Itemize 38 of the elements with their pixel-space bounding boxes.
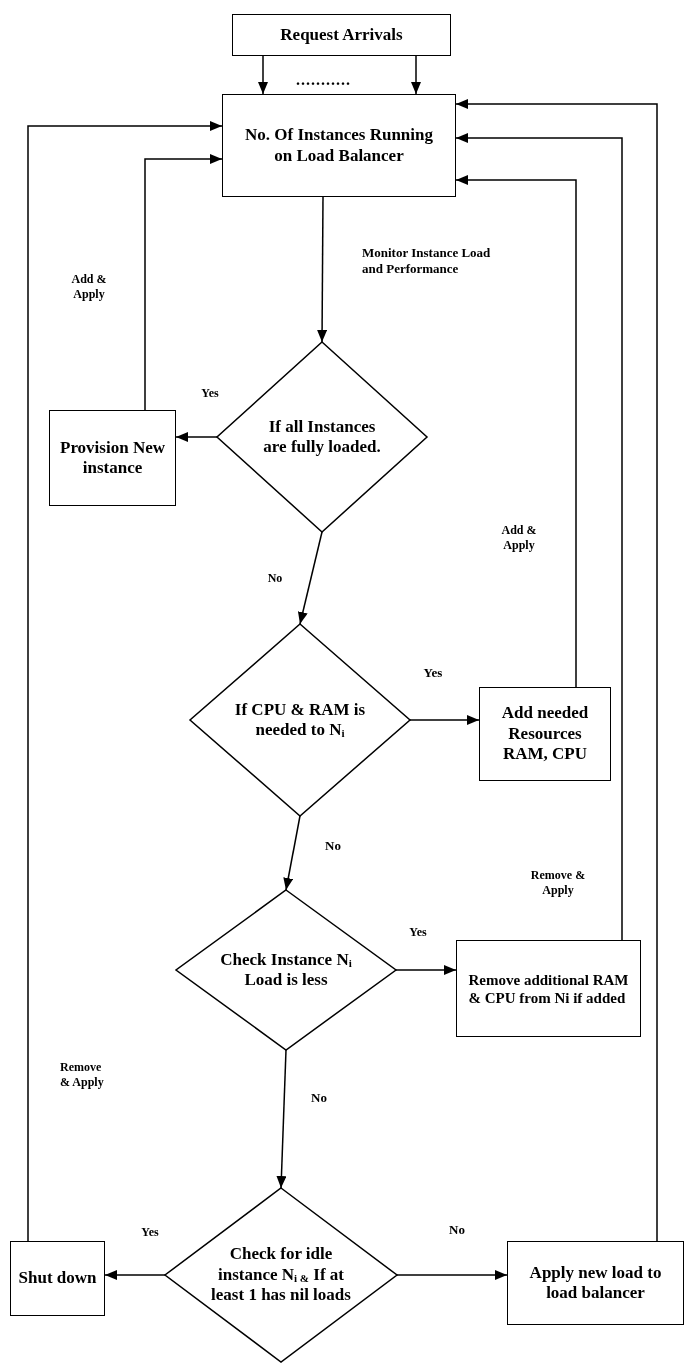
decision-diamond bbox=[217, 342, 427, 532]
node-text: Add needed Resources RAM, CPU bbox=[500, 703, 590, 765]
node-text: Apply new load to load balancer bbox=[528, 1262, 663, 1304]
arrow bbox=[395, 965, 457, 975]
process-box bbox=[479, 687, 611, 781]
node-text: Check Instance N$_{i}$ Load is less bbox=[219, 949, 353, 991]
arrow bbox=[411, 55, 421, 95]
arrow bbox=[27, 121, 223, 1242]
node-text: If all Instances are fully loaded. bbox=[262, 416, 382, 458]
arrow bbox=[455, 175, 577, 688]
process-box bbox=[10, 1241, 105, 1316]
node-text: If CPU & RAM is needed to N$_{i}$ bbox=[233, 699, 367, 741]
arrow bbox=[455, 133, 623, 941]
process-box bbox=[456, 940, 641, 1037]
arrow bbox=[283, 815, 301, 891]
decision-diamond bbox=[165, 1188, 397, 1362]
node-text: Request Arrivals bbox=[279, 24, 404, 46]
process-box bbox=[232, 14, 451, 56]
arrow bbox=[276, 1049, 287, 1189]
arrow bbox=[409, 715, 480, 725]
node-text: Remove additional RAM & CPU from Ni if added bbox=[468, 970, 629, 1007]
process-box bbox=[222, 94, 456, 197]
arrow bbox=[258, 55, 268, 95]
arrow bbox=[455, 99, 658, 1242]
process-box bbox=[507, 1241, 684, 1325]
arrow bbox=[104, 1270, 166, 1280]
node-text: Provision New instance bbox=[59, 437, 166, 479]
decision-diamond bbox=[190, 624, 410, 816]
node-text: Check for idle instance N$_{i &}$ If at least 1 has nil loads bbox=[210, 1244, 352, 1306]
node-text: No. Of Instances Running on Load Balancer bbox=[244, 125, 434, 166]
arrow bbox=[144, 154, 223, 411]
node-text: Shut down bbox=[17, 1268, 98, 1289]
arrow bbox=[396, 1270, 508, 1280]
arrow bbox=[317, 196, 328, 343]
arrow bbox=[297, 531, 323, 625]
decision-diamond bbox=[176, 890, 396, 1050]
arrow bbox=[175, 432, 218, 442]
process-box bbox=[49, 410, 176, 506]
